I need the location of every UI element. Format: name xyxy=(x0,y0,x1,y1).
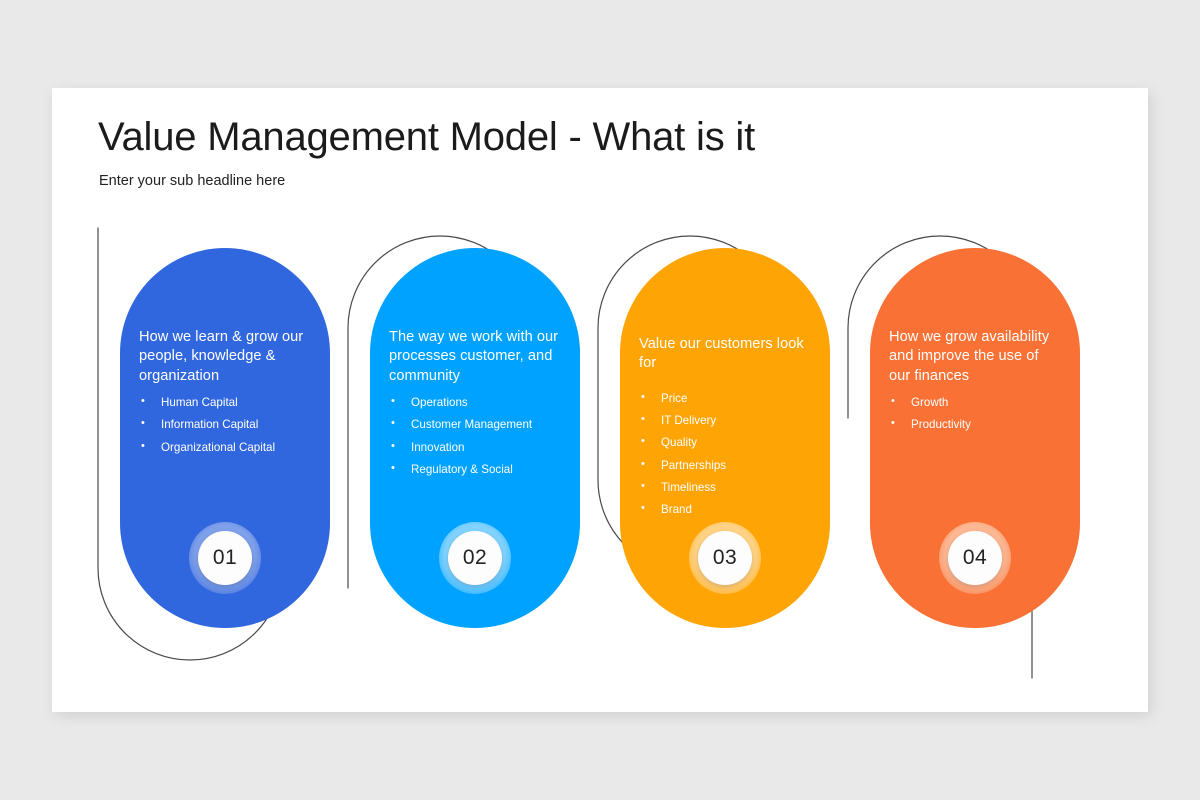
list-item: Human Capital xyxy=(139,396,311,409)
card-number-badge-3[interactable]: 03 xyxy=(689,522,761,594)
list-item: Brand xyxy=(639,503,811,516)
card-heading: The way we work with our processes custo… xyxy=(389,329,559,384)
list-item: Organizational Capital xyxy=(139,441,311,454)
list-item: Customer Management xyxy=(389,418,561,431)
list-item: Innovation xyxy=(389,441,561,454)
list-item: Growth xyxy=(889,396,1061,409)
card-bullet-list: Human Capital Information Capital Organi… xyxy=(139,396,311,454)
page-subtitle: Enter your sub headline here xyxy=(99,173,286,189)
card-bullet-list: Price IT Delivery Quality Partnerships T… xyxy=(639,392,811,517)
list-item: Regulatory & Social xyxy=(389,463,561,476)
card-heading: How we grow availability and improve the… xyxy=(889,329,1050,384)
list-item: Productivity xyxy=(889,418,1061,431)
value-card-4[interactable]: How we grow availability and improve the… xyxy=(870,248,1080,628)
card-number-badge-1[interactable]: 01 xyxy=(189,522,261,594)
card-heading: Value our customers look for xyxy=(639,336,804,372)
slide-canvas: Value Management Model - What is it Ente… xyxy=(52,88,1148,712)
list-item: IT Delivery xyxy=(639,414,811,427)
value-card-3[interactable]: Value our customers look for Price IT De… xyxy=(620,248,830,628)
badge-disc: 04 xyxy=(948,531,1002,585)
list-item: Information Capital xyxy=(139,418,311,431)
card-bullet-list: Operations Customer Management Innovatio… xyxy=(389,396,561,476)
card-number-badge-4[interactable]: 04 xyxy=(939,522,1011,594)
card-heading: How we learn & grow our people, knowledg… xyxy=(139,329,304,384)
badge-number: 01 xyxy=(212,546,238,569)
badge-number: 02 xyxy=(462,546,488,569)
value-management-diagram: How we learn & grow our people, knowledg… xyxy=(52,88,1148,712)
list-item: Quality xyxy=(639,436,811,449)
value-card-1[interactable]: How we learn & grow our people, knowledg… xyxy=(120,248,330,628)
page-title: Value Management Model - What is it xyxy=(98,115,756,159)
badge-disc: 01 xyxy=(198,531,252,585)
list-item: Timeliness xyxy=(639,481,811,494)
list-item: Operations xyxy=(389,396,561,409)
list-item: Partnerships xyxy=(639,459,811,472)
value-card-2[interactable]: The way we work with our processes custo… xyxy=(370,248,580,628)
badge-number: 04 xyxy=(962,546,988,569)
list-item: Price xyxy=(639,392,811,405)
badge-disc: 03 xyxy=(698,531,752,585)
card-number-badge-2[interactable]: 02 xyxy=(439,522,511,594)
badge-number: 03 xyxy=(712,546,738,569)
card-bullet-list: Growth Productivity xyxy=(889,396,1061,431)
badge-disc: 02 xyxy=(448,531,502,585)
